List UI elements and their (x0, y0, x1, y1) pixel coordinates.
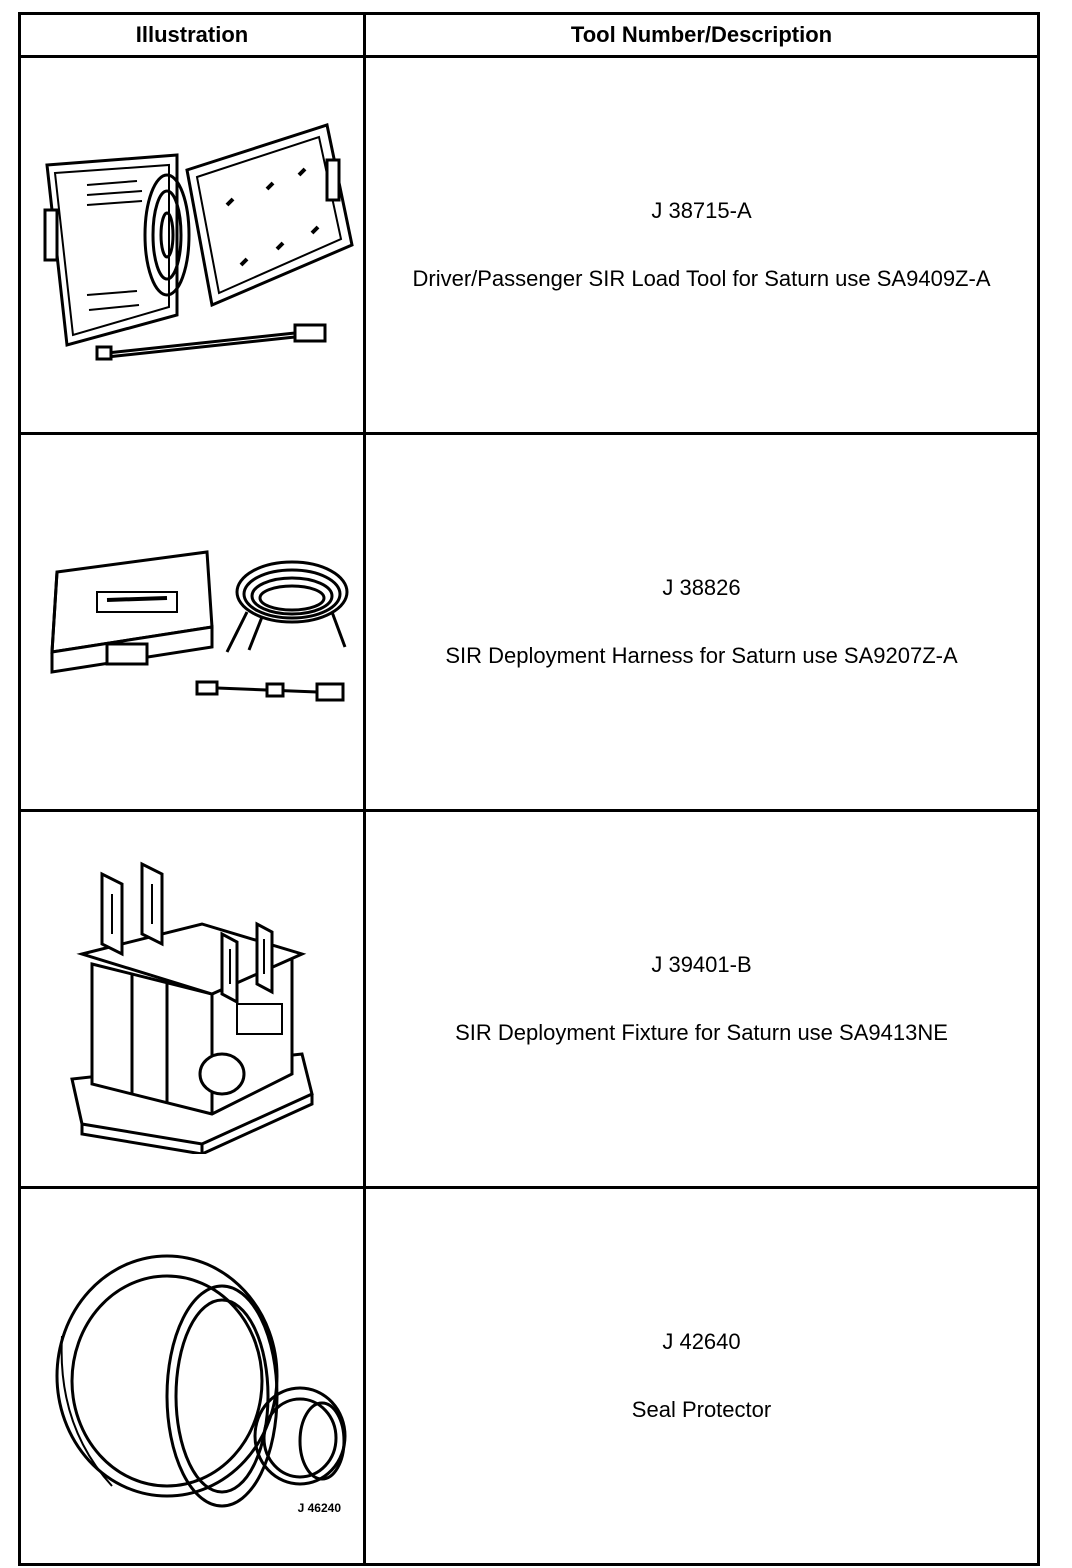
deployment-fixture-icon (70, 861, 314, 1154)
illustration-cell (18, 432, 366, 812)
description-cell: J 38826 SIR Deployment Harness for Satur… (363, 432, 1040, 812)
tool-number: J 39401-B (651, 952, 752, 977)
tool-description: SIR Deployment Harness for Saturn use SA… (445, 643, 958, 668)
illustration-cell: J 46240 (18, 1186, 366, 1566)
header-illustration: Illustration (18, 12, 366, 58)
tool-description: Seal Protector (631, 1397, 772, 1422)
description-cell: J 42640 Seal Protector (363, 1186, 1040, 1566)
table-row: J 46240 J 42640 Seal Protector (18, 1186, 1040, 1566)
illustration-cell (18, 809, 366, 1189)
tools-table: Illustration Tool Number/Description (18, 12, 1040, 1566)
deployment-harness-case-icon (50, 550, 349, 702)
tool-description: Driver/Passenger SIR Load Tool for Satur… (412, 266, 991, 291)
header-tool-description: Tool Number/Description (363, 12, 1040, 58)
sir-load-tool-case-icon (43, 123, 354, 361)
tool-description: SIR Deployment Fixture for Saturn use SA… (455, 1020, 948, 1045)
table-row: J 38826 SIR Deployment Harness for Satur… (18, 432, 1040, 812)
tool-number: J 38715-A (651, 198, 752, 223)
description-cell: J 39401-B SIR Deployment Fixture for Sat… (363, 809, 1040, 1189)
table-row: J 38715-A Driver/Passenger SIR Load Tool… (18, 55, 1040, 435)
illustration-cell (18, 55, 366, 435)
table-row: J 39401-B SIR Deployment Fixture for Sat… (18, 809, 1040, 1189)
illustration-label: J 46240 (297, 1501, 341, 1515)
seal-protector-icon (55, 1254, 347, 1508)
header-row: Illustration Tool Number/Description (18, 12, 1040, 58)
tool-number: J 38826 (662, 575, 741, 600)
tool-number: J 42640 (662, 1329, 741, 1354)
description-cell: J 38715-A Driver/Passenger SIR Load Tool… (363, 55, 1040, 435)
